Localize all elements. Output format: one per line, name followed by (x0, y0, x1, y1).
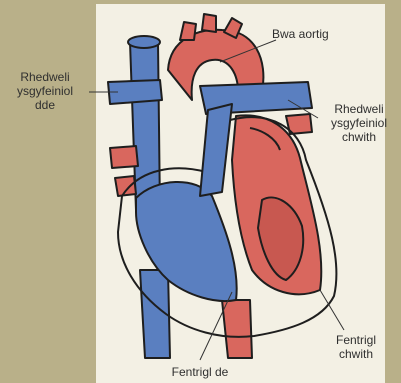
label-right-ventricle: Fentrigl de (150, 365, 250, 379)
label-line: ysgyfeiniol (316, 116, 401, 130)
label-line: Rhedweli (2, 70, 88, 84)
label-pulmonary-artery-left: Rhedweli ysgyfeiniol chwith (316, 102, 401, 144)
pulmonary-vein-left-1 (110, 146, 138, 168)
pulmonary-trunk (200, 104, 232, 196)
label-line: chwith (326, 347, 386, 361)
label-left-ventricle: Fentrigl chwith (326, 333, 386, 361)
label-aortic-arch: Bwa aortig (272, 27, 362, 41)
pulmonary-vein-left-2 (115, 176, 136, 196)
label-line: dde (2, 98, 88, 112)
label-pulmonary-artery-right: Rhedweli ysgyfeiniol dde (2, 70, 88, 112)
aorta-branch-2 (202, 14, 216, 32)
label-line: Rhedweli (316, 102, 401, 116)
aorta-branch-1 (180, 22, 196, 40)
superior-vena-cava-opening (128, 36, 160, 48)
label-line: Fentrigl (326, 333, 386, 347)
descending-aorta (222, 300, 252, 358)
label-line: ysgyfeiniol (2, 84, 88, 98)
label-line: chwith (316, 130, 401, 144)
